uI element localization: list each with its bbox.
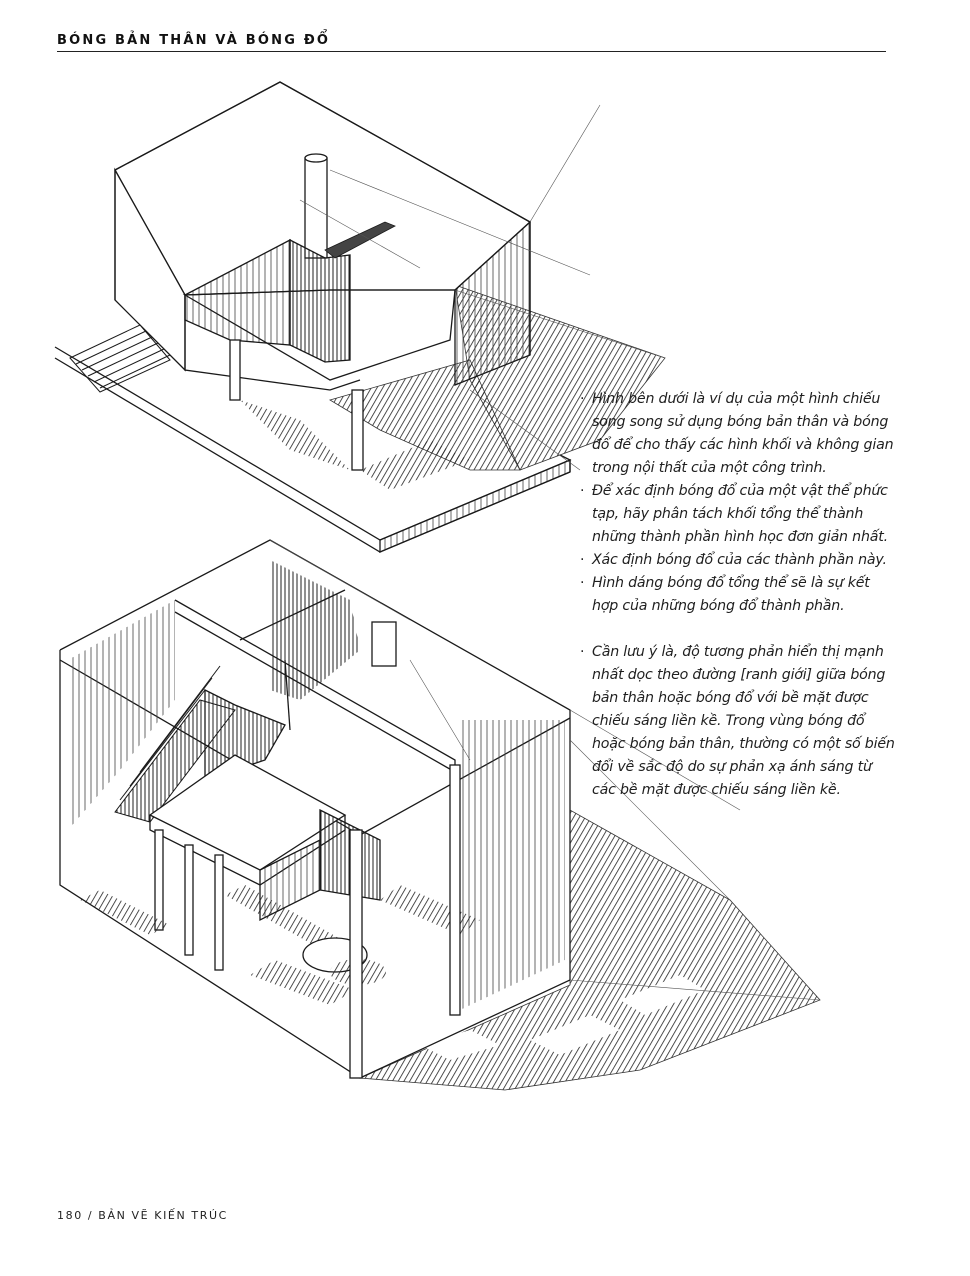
bullet: · [580,552,585,568]
note-text: Hình dáng bóng đổ tổng thể sẽ là sự kết … [592,575,870,614]
header-rule [57,51,886,52]
note-item: · Để xác định bóng đổ của một vật thể ph… [580,480,895,549]
lower-axonometric-drawing [59,539,821,1091]
note-item: · Xác định bóng đổ của các thành phần nà… [580,549,895,572]
notes-column: · Hình bên dưới là ví dụ của một hình ch… [580,388,895,802]
bullet: · [580,483,585,499]
bullet: · [580,575,585,591]
upper-axonometric-drawing [54,81,666,553]
note-text: Hình bên dưới là ví dụ của một hình chiế… [592,391,894,476]
note-text: Cần lưu ý là, độ tương phản hiển thị mạn… [592,644,895,798]
note-item: · Hình bên dưới là ví dụ của một hình ch… [580,388,895,480]
note-text: Xác định bóng đổ của các thành phần này. [592,552,887,568]
page-footer: 180 / BẢN VẼ KIẾN TRÚC [57,1209,228,1222]
note-spacer [580,618,895,641]
note-item: · Hình dáng bóng đổ tổng thể sẽ là sự kế… [580,572,895,618]
bullet: · [580,644,585,660]
note-text: Để xác định bóng đổ của một vật thể phức… [592,483,888,545]
page-header-title: BÓNG BẢN THÂN VÀ BÓNG ĐỔ [57,33,331,48]
bullet: · [580,391,585,407]
note-item: · Cần lưu ý là, độ tương phản hiển thị m… [580,641,895,802]
